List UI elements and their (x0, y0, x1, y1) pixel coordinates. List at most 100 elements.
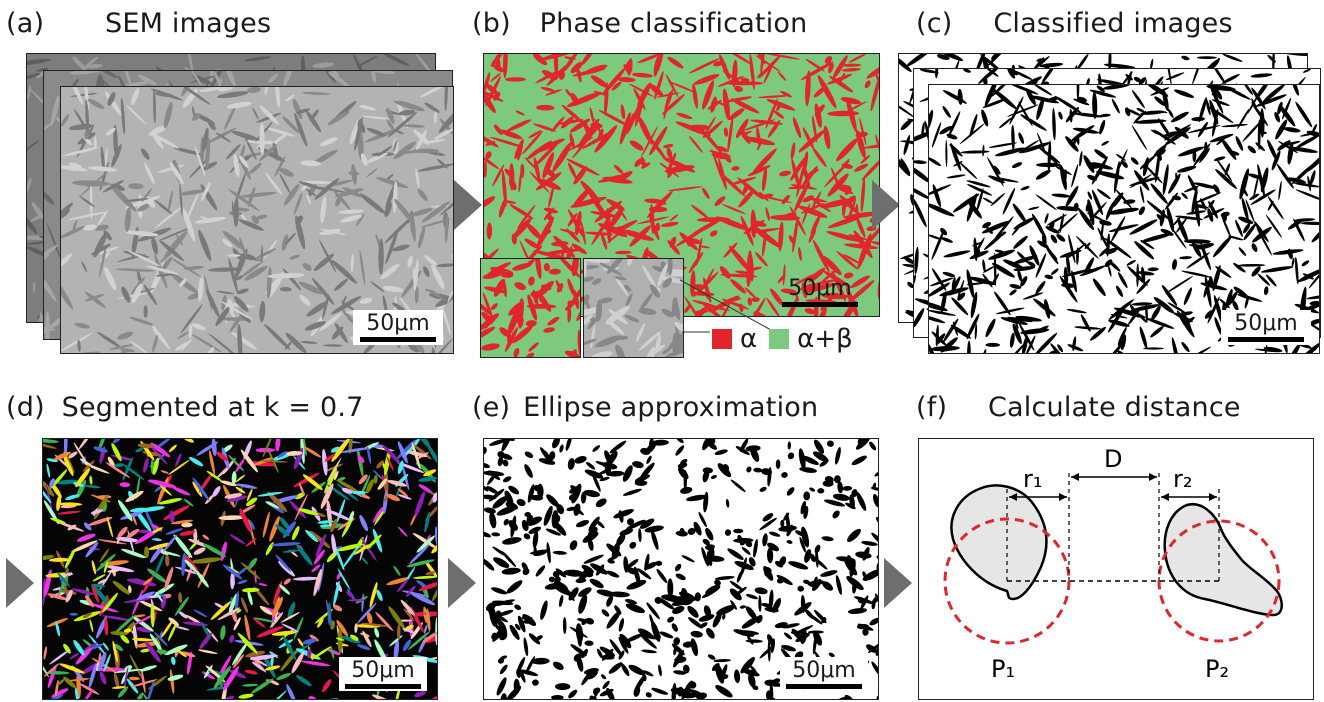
grain-mark (821, 536, 834, 542)
grain-mark (1177, 217, 1189, 243)
grain-mark (104, 266, 117, 291)
grain-mark (61, 114, 70, 127)
grain-mark (154, 554, 165, 575)
grain-mark (1271, 150, 1281, 171)
grain-mark (637, 54, 662, 64)
grain-mark (501, 567, 521, 575)
grain-mark (155, 591, 163, 602)
grain-mark (1065, 185, 1079, 207)
grain-mark (492, 164, 505, 187)
grain-mark (512, 218, 532, 239)
grain-mark (1283, 127, 1301, 133)
grain-mark (43, 660, 49, 678)
grain-mark (335, 637, 345, 641)
grain-mark (672, 332, 679, 357)
grain-mark (730, 279, 747, 294)
grain-mark (92, 574, 106, 582)
grain-mark (693, 74, 720, 85)
grain-mark (409, 544, 430, 565)
grain-mark (929, 315, 946, 324)
grain-mark (584, 338, 597, 346)
grain-mark (722, 464, 730, 472)
grain-mark (734, 85, 743, 92)
grain-mark (104, 147, 108, 167)
grain-mark (600, 655, 615, 660)
grain-mark (304, 321, 326, 331)
grain-mark (1183, 346, 1212, 353)
grain-mark (826, 231, 862, 243)
grain-mark (615, 250, 632, 255)
grain-mark (528, 633, 541, 645)
grain-mark (639, 518, 655, 529)
grain-mark (929, 340, 940, 353)
grain-mark (491, 587, 508, 595)
grain-mark (521, 562, 528, 571)
grain-mark (198, 229, 212, 262)
grain-mark (801, 165, 818, 188)
grain-mark (1209, 85, 1224, 114)
grain-mark (1181, 55, 1190, 61)
grain-mark (302, 262, 312, 271)
grain-mark (994, 291, 1011, 316)
grain-mark (1099, 113, 1111, 117)
grain-mark (844, 243, 879, 250)
grain-mark (566, 158, 600, 176)
grain-mark (418, 484, 432, 493)
grain-mark (1166, 69, 1172, 85)
grain-mark (484, 531, 492, 538)
grain-mark (688, 58, 721, 74)
grain-mark (502, 459, 509, 467)
grain-mark (61, 275, 74, 310)
grain-mark (995, 147, 1026, 157)
grain-mark (1159, 209, 1165, 227)
grain-mark (216, 91, 249, 99)
grain-mark (271, 542, 301, 547)
grain-mark (111, 144, 122, 168)
grain-mark (662, 277, 673, 288)
grain-mark (376, 460, 384, 469)
grain-mark (1000, 317, 1028, 325)
grain-mark (418, 226, 426, 249)
grain-mark (634, 480, 648, 486)
grain-mark (903, 256, 915, 265)
grain-mark (987, 54, 1004, 66)
grain-mark (366, 612, 373, 624)
grain-mark (1173, 217, 1181, 226)
grain-mark (74, 687, 79, 699)
grain-mark (1116, 153, 1126, 161)
grain-mark (1102, 85, 1131, 90)
grain-mark (168, 617, 179, 627)
grain-mark (875, 646, 878, 656)
grain-mark (256, 214, 268, 220)
grain-mark (185, 191, 200, 223)
grain-mark (739, 605, 747, 609)
grain-mark (416, 535, 436, 553)
grain-mark (734, 669, 741, 684)
grain-mark (308, 696, 317, 699)
grain-mark (366, 127, 386, 137)
grain-mark (69, 652, 79, 660)
grain-mark (247, 590, 253, 606)
grain-mark (1027, 261, 1036, 267)
grain-mark (307, 648, 312, 659)
grain-mark (220, 695, 235, 699)
grain-mark (657, 263, 669, 287)
grain-mark (241, 597, 248, 613)
grain-mark (1060, 165, 1067, 191)
grain-mark (959, 123, 985, 145)
grain-mark (1306, 294, 1319, 300)
grain-mark (640, 634, 657, 649)
grain-mark (552, 439, 560, 449)
grain-mark (127, 250, 161, 267)
grain-mark (393, 100, 425, 112)
grain-mark (1265, 214, 1282, 238)
grain-mark (817, 488, 825, 494)
grain-mark (734, 586, 747, 596)
grain-mark (432, 580, 437, 602)
grain-mark (369, 581, 378, 608)
grain-mark (426, 288, 447, 302)
grain-mark (729, 580, 744, 591)
grain-mark (1168, 173, 1181, 194)
grain-mark (319, 312, 342, 332)
grain-mark (567, 300, 573, 309)
